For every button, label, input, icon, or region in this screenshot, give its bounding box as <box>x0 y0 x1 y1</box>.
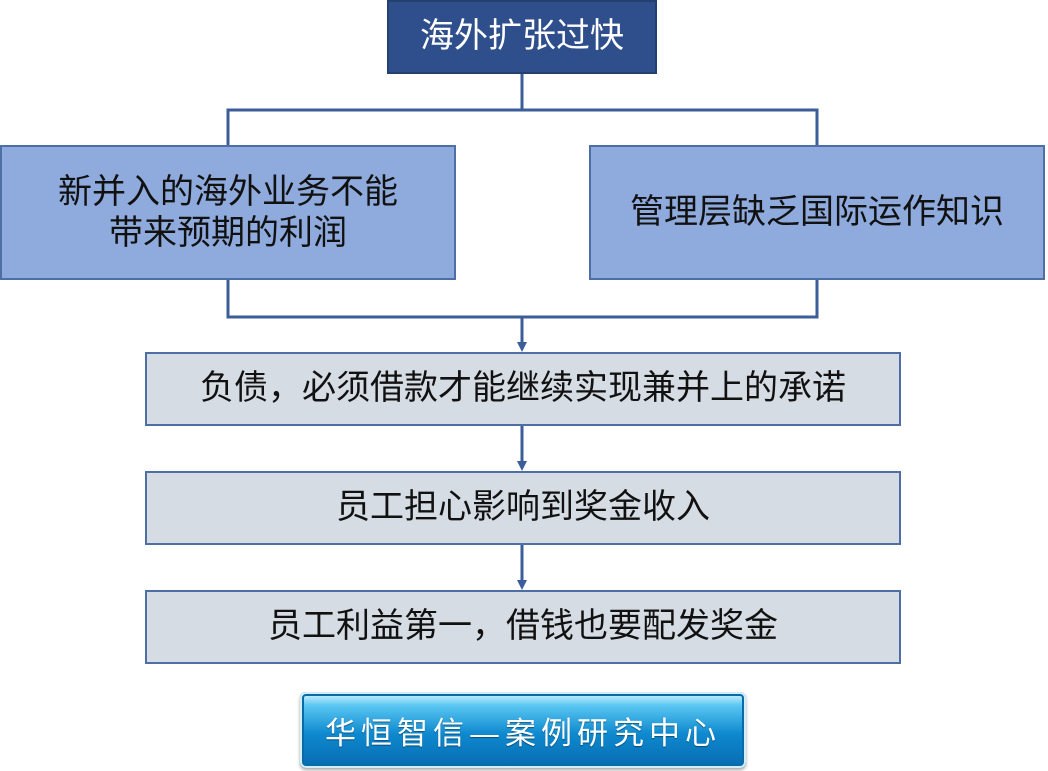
node-right-label: 管理层缺乏国际运作知识 <box>630 192 1004 233</box>
node-left-line-2: 带来预期的利润 <box>109 212 347 253</box>
node-step-2: 员工担心影响到奖金收入 <box>145 471 901 545</box>
node-step-1: 负债，必须借款才能继续实现兼并上的承诺 <box>145 352 901 426</box>
connector-top-split-right <box>522 108 819 145</box>
node-left: 新并入的海外业务不能 带来预期的利润 <box>0 145 456 280</box>
logo-text: 华恒智信—案例研究中心 <box>325 715 721 752</box>
node-step-1-label: 负债，必须借款才能继续实现兼并上的承诺 <box>200 368 846 409</box>
connector-merge-left <box>226 280 522 319</box>
connector-top-split <box>226 74 524 145</box>
node-top: 海外扩张过快 <box>387 0 657 74</box>
connector-merge-right <box>522 280 819 319</box>
node-right: 管理层缺乏国际运作知识 <box>589 145 1045 280</box>
node-step-2-label: 员工担心影响到奖金收入 <box>336 487 710 528</box>
node-step-3: 员工利益第一，借钱也要配发奖金 <box>145 590 901 664</box>
node-step-3-label: 员工利益第一，借钱也要配发奖金 <box>268 606 778 647</box>
logo-banner: 华恒智信—案例研究中心 <box>300 692 746 768</box>
node-left-line-1: 新并入的海外业务不能 <box>58 171 398 212</box>
node-top-label: 海外扩张过快 <box>420 16 624 57</box>
